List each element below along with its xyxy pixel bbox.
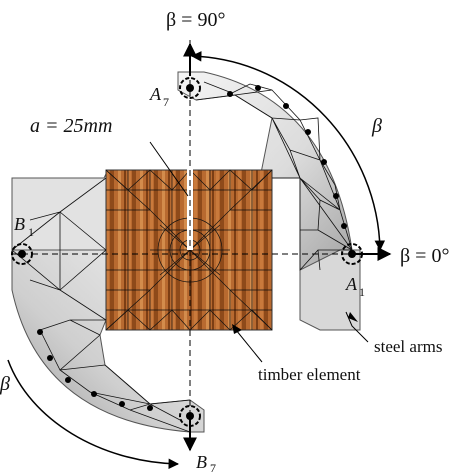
label-b1-sub: 1 xyxy=(28,225,34,239)
beta-arc-arrow xyxy=(190,51,386,252)
pin-icon xyxy=(11,243,33,265)
steel-arms-pointer xyxy=(345,311,369,343)
beta-arc-arrow-lower xyxy=(7,359,180,470)
label-beta-0: β = 0° xyxy=(400,245,449,267)
label-b7-sub: 7 xyxy=(210,461,216,474)
label-beta-90: β = 90° xyxy=(166,9,225,31)
label-b7: B xyxy=(196,452,207,472)
label-b1: B xyxy=(14,214,25,234)
arrow-head-icon xyxy=(348,312,358,322)
label-steel-arms: steel arms xyxy=(374,337,442,356)
label-beta-arc: β xyxy=(371,115,382,137)
label-crack-length: a = 25mm xyxy=(30,115,112,137)
arrow-head-icon xyxy=(232,324,242,334)
pin-icon xyxy=(341,243,363,265)
label-a7: A xyxy=(149,84,162,104)
label-timber-element: timber element xyxy=(258,365,361,384)
label-a7-sub: 7 xyxy=(163,95,169,109)
pin-icon xyxy=(179,77,201,99)
timber-pointer xyxy=(235,329,263,363)
label-a1-sub: 1 xyxy=(359,285,365,299)
crack-pointer xyxy=(149,141,189,197)
label-beta-left: β xyxy=(0,373,10,395)
label-a1: A xyxy=(345,274,358,294)
pin-icon xyxy=(179,405,201,427)
